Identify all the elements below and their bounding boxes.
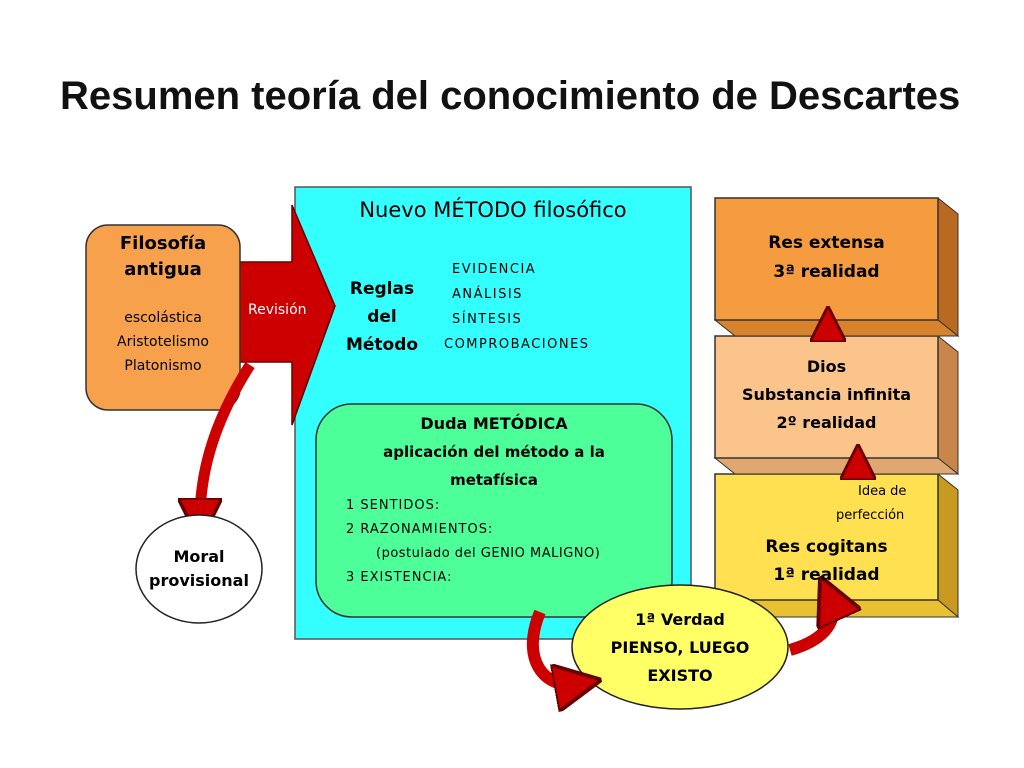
rule-sintesis: SÍNTESIS	[452, 312, 523, 327]
dios-bottom	[713, 457, 960, 475]
dios-depth	[937, 334, 959, 476]
dios-box	[714, 335, 939, 459]
arrow-to-moral	[200, 362, 255, 520]
arrow-verdad-to-cogitans	[788, 598, 833, 656]
page-title: Resumen teoría del conocimiento de Desca…	[60, 74, 961, 118]
duda-item-existencia: 3 EXISTENCIA:	[346, 570, 453, 585]
moral-line2: provisional	[149, 571, 249, 590]
duda-subtitle-line2: metafísica	[450, 471, 538, 489]
verdad-line2: PIENSO, LUEGO	[610, 638, 750, 657]
dios-line2: Substancia infinita	[741, 385, 912, 404]
filosofia-item-platonismo: Platonismo	[124, 358, 202, 374]
duda-item-razonamientos: 2 RAZONAMIENTOS:	[346, 522, 494, 537]
revision-label: Revisión	[248, 302, 307, 318]
verdad-line1: 1ª Verdad	[635, 610, 725, 629]
duda-subtitle-line1: aplicación del método a la	[383, 443, 605, 461]
rule-analisis: ANÁLISIS	[452, 287, 523, 302]
res-cogitans-note-line2: perfección	[836, 508, 905, 523]
metodo-title: Nuevo MÉTODO filosófico	[359, 198, 627, 222]
duda-item-genio-maligno: (postulado del GENIO MALIGNO)	[376, 546, 601, 561]
filosofia-item-aristotelismo: Aristotelismo	[117, 334, 209, 350]
filosofia-title-line2: antigua	[124, 259, 202, 280]
res-cogitans-line2: 1ª realidad	[773, 565, 880, 585]
rule-evidencia: EVIDENCIA	[452, 262, 537, 277]
verdad-ellipse	[571, 584, 789, 710]
res-cogitans-note-line1: Idea de	[858, 484, 907, 499]
res-extensa-depth	[937, 196, 959, 338]
dios-line1: Dios	[806, 357, 847, 376]
filosofia-item-escolastica: escolástica	[124, 310, 202, 326]
duda-title: Duda METÓDICA	[420, 414, 568, 433]
moral-line1: Moral	[173, 547, 225, 566]
filosofia-box	[85, 224, 241, 411]
moral-ellipse	[135, 514, 263, 624]
reglas-line1: Reglas	[349, 279, 415, 299]
res-cogitans-depth	[937, 472, 959, 619]
filosofia-title-line1: Filosofía	[119, 233, 207, 254]
verdad-line3: EXISTO	[647, 666, 713, 685]
reglas-line2: del	[367, 307, 397, 327]
arrow-duda-to-verdad	[526, 609, 578, 685]
res-extensa-bottom	[713, 319, 960, 337]
revision-arrow	[237, 204, 336, 426]
dios-line3: 2º realidad	[776, 413, 877, 432]
duda-item-sentidos: 1 SENTIDOS:	[346, 498, 441, 513]
duda-box	[315, 403, 673, 618]
reglas-line3: Método	[345, 335, 419, 355]
res-extensa-line2: 3ª realidad	[773, 262, 880, 282]
res-cogitans-line1: Res cogitans	[765, 537, 888, 557]
rule-comprobaciones: COMPROBACIONES	[444, 337, 590, 352]
res-extensa-line1: Res extensa	[768, 233, 885, 253]
res-extensa-box	[714, 197, 939, 321]
